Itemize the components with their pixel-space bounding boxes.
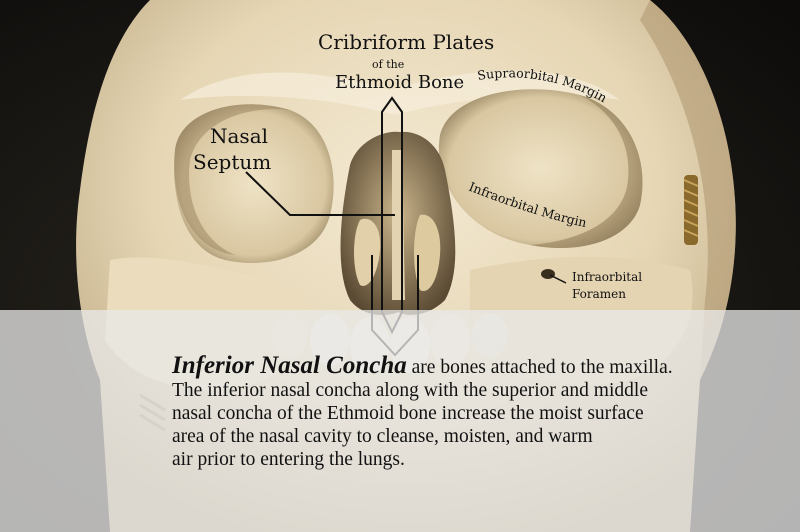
- cribriform-plates-label: Cribriform Plates: [318, 30, 495, 54]
- ethmoid-bone-label: Ethmoid Bone: [335, 72, 465, 93]
- foramen-leader-line: [549, 274, 567, 284]
- description-text: Inferior Nasal Concha are bones attached…: [172, 352, 782, 471]
- skull-side-shadow: [640, 0, 736, 380]
- description-term: Inferior Nasal Concha: [172, 352, 407, 379]
- septum-label: Septum: [193, 150, 272, 174]
- septum-leader-line: [245, 171, 395, 216]
- right-orbit: [438, 89, 643, 249]
- metal-spring: [683, 175, 699, 245]
- description-line-5: air prior to entering the lungs.: [172, 449, 405, 470]
- description-line-1-rest: are bones attached to the maxilla.: [406, 357, 673, 378]
- description-line-1: Inferior Nasal Concha are bones attached…: [172, 352, 782, 379]
- description-line-3: nasal concha of the Ethmoid bone increas…: [172, 403, 644, 424]
- text-overlay-panel: [0, 310, 800, 532]
- description-line-2: The inferior nasal concha along with the…: [172, 380, 648, 401]
- infraorbital-foramen-hole: [541, 269, 555, 279]
- left-concha: [354, 218, 381, 286]
- nasal-label: Nasal: [210, 124, 269, 148]
- left-orbit: [174, 104, 334, 263]
- right-concha: [414, 214, 441, 292]
- description-line-4: area of the nasal cavity to cleanse, moi…: [172, 426, 593, 447]
- infraorbital-foramen-label-line1: Infraorbital: [572, 270, 643, 284]
- brow-ridge: [180, 70, 620, 115]
- infraorbital-foramen-label-line2: Foramen: [572, 287, 626, 301]
- cribriform-of-the-label: of the: [372, 58, 405, 71]
